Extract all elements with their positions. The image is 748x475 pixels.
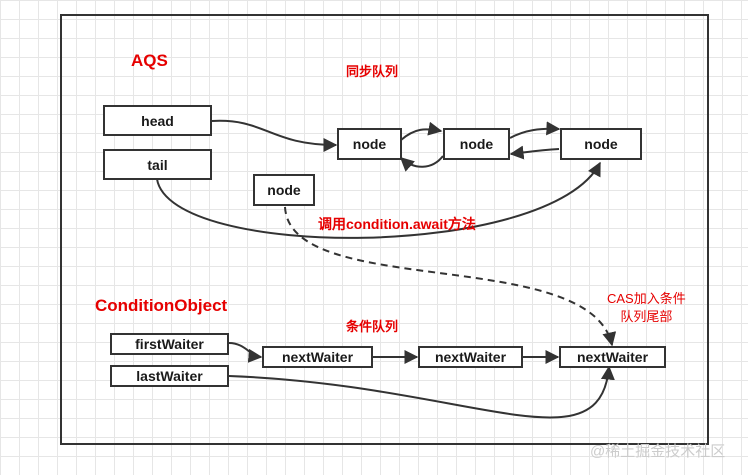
tail-box: tail [103, 149, 212, 180]
node2-to-node1-arrow [399, 155, 444, 172]
node2-to-node3-arrow [509, 121, 561, 139]
node3-to-node2-arrow [509, 145, 560, 160]
sync-node-1: node [337, 128, 402, 160]
await-label: 调用condition.await方法 [318, 216, 476, 232]
cas-label: CAS加入条件 队列尾部 [607, 290, 686, 326]
first-waiter-box: firstWaiter [110, 333, 229, 355]
new-node-box: node [253, 174, 315, 206]
lastwaiter-to-waiter3-arrow [228, 365, 615, 419]
next-waiter-2: nextWaiter [418, 346, 523, 368]
next-waiter-3: nextWaiter [559, 346, 666, 368]
head-to-node-arrow [211, 119, 338, 152]
head-box: head [103, 105, 212, 136]
sync-node-2: node [443, 128, 510, 160]
sync-queue-label: 同步队列 [346, 64, 399, 79]
diagram-frame [60, 14, 709, 445]
condition-object-title: ConditionObject [95, 296, 228, 315]
firstwaiter-to-waiter1-arrow [228, 342, 263, 363]
condition-queue-label: 条件队列 [346, 319, 399, 334]
next-waiter-1: nextWaiter [262, 346, 373, 368]
aqs-title: AQS [131, 51, 168, 70]
await-dashed-arrow [284, 206, 617, 347]
tail-to-node3-arrow [156, 161, 601, 239]
watermark: @稀土掘金技术社区 [590, 443, 726, 460]
last-waiter-box: lastWaiter [110, 365, 229, 387]
sync-node-3: node [560, 128, 642, 160]
cas-label-line1: CAS加入条件 [607, 291, 686, 306]
cas-label-line2: 队列尾部 [620, 309, 673, 324]
node1-to-node2-arrow [400, 121, 443, 141]
